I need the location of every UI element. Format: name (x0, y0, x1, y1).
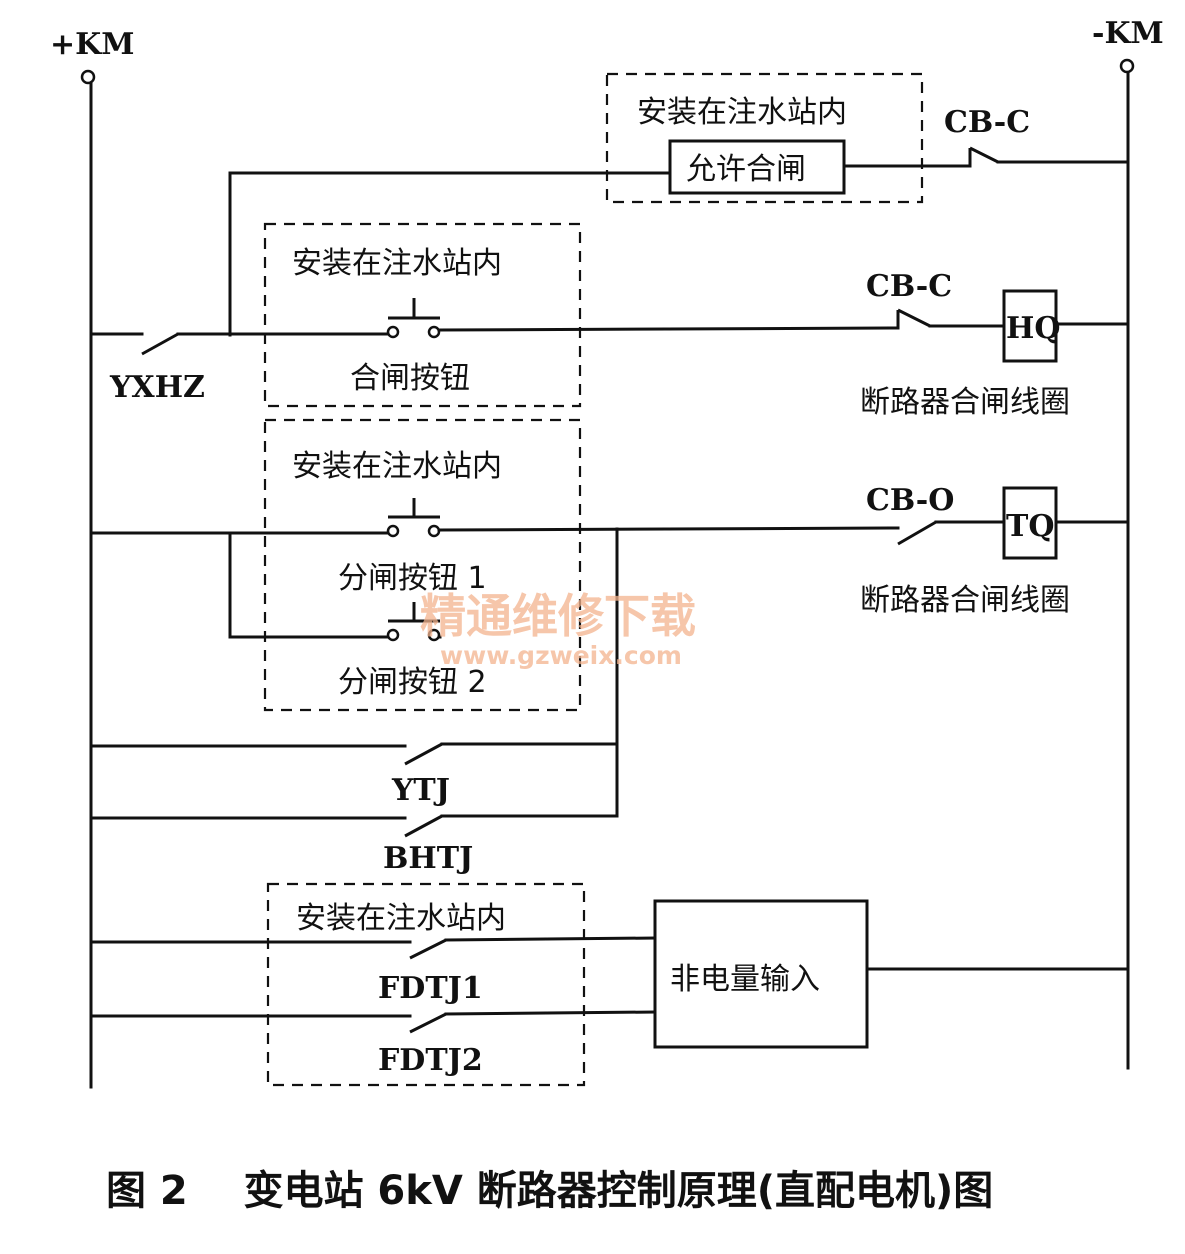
open-branch: 安装在注水站内 分闸按钮 1 分闸按钮 2 CB-O TQ 断路器合闸线圈 (89, 418, 1130, 818)
yxhz-label: YXHZ (109, 370, 205, 405)
open-button-1-terminal-b (427, 524, 441, 538)
protect-trip-return (482, 527, 619, 818)
rails: +KM -KM (50, 16, 1164, 1089)
non-electric-branch: 安装在注水站内 FDTJ1 FDTJ2 非电量输入 (89, 882, 1130, 1087)
permit-close-branch: 安装在注水站内 允许合闸 CB-C (228, 72, 1130, 337)
ytj-contact (404, 742, 443, 766)
cb-c-contact-1 (969, 146, 999, 164)
positive-rail-terminal (80, 69, 96, 85)
close-coil-label-1: 断路器合闸线圈 (860, 385, 1070, 420)
installed-in-station-box-1 (605, 72, 924, 204)
install-note-1: 安装在注水站内 (637, 95, 847, 130)
open-button-1-terminal-a (386, 524, 400, 538)
cb-o-label: CB-O (866, 483, 954, 518)
cb-c-contact-2 (897, 308, 931, 328)
non-electric-input-box (653, 899, 869, 1049)
close-coil-label-2: 断路器合闸线圈 (860, 583, 1070, 618)
fdtj2-label: FDTJ2 (378, 1043, 483, 1078)
permit-wire-left (228, 171, 672, 337)
watermark-line-1: 精通维修下载 (420, 589, 696, 643)
cb-c-label-2: CB-C (866, 269, 952, 304)
positive-rail-label: +KM (50, 27, 134, 62)
close-button-terminal-a (386, 325, 400, 339)
non-electric-input-label: 非电量输入 (670, 962, 820, 997)
open-button-2-terminal-a (386, 628, 400, 642)
bhtj-contact (404, 814, 443, 838)
tq-label: TQ (1006, 509, 1054, 544)
cb-o-contact (897, 520, 937, 546)
watermark-line-2: www.gzweix.com (440, 641, 682, 670)
installed-in-station-box-3 (263, 418, 582, 712)
open-button-2-terminal-b (427, 628, 441, 642)
installed-in-station-box-2 (263, 222, 582, 408)
bhtj-label: BHTJ (383, 841, 473, 876)
yxhz-contact (141, 332, 179, 356)
hq-coil (1002, 289, 1058, 363)
figure-caption: 图 2 变电站 6kV 断路器控制原理(直配电机)图 (106, 1168, 993, 1214)
install-note-3: 安装在注水站内 (292, 449, 502, 484)
trip-contacts: YTJ BHTJ (89, 742, 486, 876)
hq-label: HQ (1006, 311, 1060, 346)
fdtj2-contact (409, 1012, 447, 1034)
negative-rail-terminal (1119, 58, 1135, 74)
negative-rail-label: -KM (1092, 16, 1164, 51)
watermark: 精通维修下载 www.gzweix.com (420, 589, 696, 670)
cb-c-label-1: CB-C (944, 105, 1030, 140)
open-button-1-label: 分闸按钮 1 (338, 561, 487, 596)
close-button-terminal-b (427, 325, 441, 339)
installed-in-station-box-4 (266, 882, 586, 1087)
open-button-2-label: 分闸按钮 2 (338, 665, 487, 700)
permit-close-label: 允许合闸 (686, 152, 806, 187)
install-note-2: 安装在注水站内 (292, 246, 502, 281)
close-button-label: 合闸按钮 (350, 361, 470, 396)
install-note-4: 安装在注水站内 (296, 901, 506, 936)
fdtj1-label: FDTJ1 (378, 971, 483, 1006)
close-branch: YXHZ 安装在注水站内 合闸按钮 CB-C HQ 断路器合闸线圈 (89, 222, 1130, 420)
fdtj1-contact (409, 938, 447, 960)
ytj-label: YTJ (391, 773, 450, 808)
